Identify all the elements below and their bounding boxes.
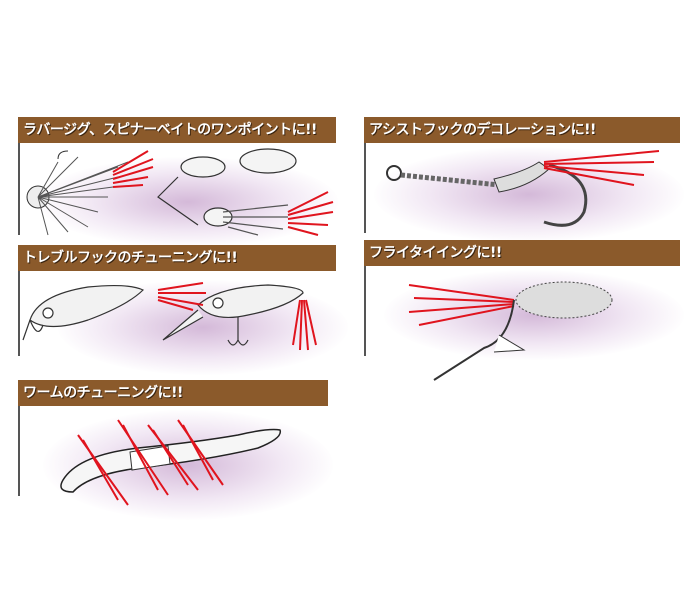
panel-title: ワームのチューニングに!! [18, 380, 328, 406]
divider [18, 406, 20, 496]
divider [18, 271, 20, 356]
glow [384, 270, 684, 360]
divider [364, 266, 366, 356]
panel-title: フライタイイングに!! [364, 240, 680, 266]
panel-title: ラバージグ、スピナーベイトのワンポイントに!! [18, 117, 336, 143]
worm-illustration [60, 419, 282, 506]
rubber-jig-spinnerbait-illustration [26, 148, 334, 236]
panel-rubber-jig: ラバージグ、スピナーベイトのワンポイントに!! [18, 117, 338, 247]
panel-assist-hook: アシストフックのデコレーションに!! [364, 117, 684, 242]
divider [364, 143, 366, 233]
panel-worm: ワームのチューニングに!! [18, 380, 333, 520]
panel-fly-tying: フライタイイングに!! [364, 240, 684, 381]
panel-treble-hook: トレブルフックのチューニングに!! [18, 245, 348, 375]
panel-title: トレブルフックのチューニングに!! [18, 245, 336, 271]
treble-hook-illustration [22, 282, 317, 351]
divider [18, 143, 20, 235]
panel-title: アシストフックのデコレーションに!! [364, 117, 680, 143]
assist-hook-illustration [386, 150, 660, 227]
fly-tying-illustration [408, 281, 613, 381]
